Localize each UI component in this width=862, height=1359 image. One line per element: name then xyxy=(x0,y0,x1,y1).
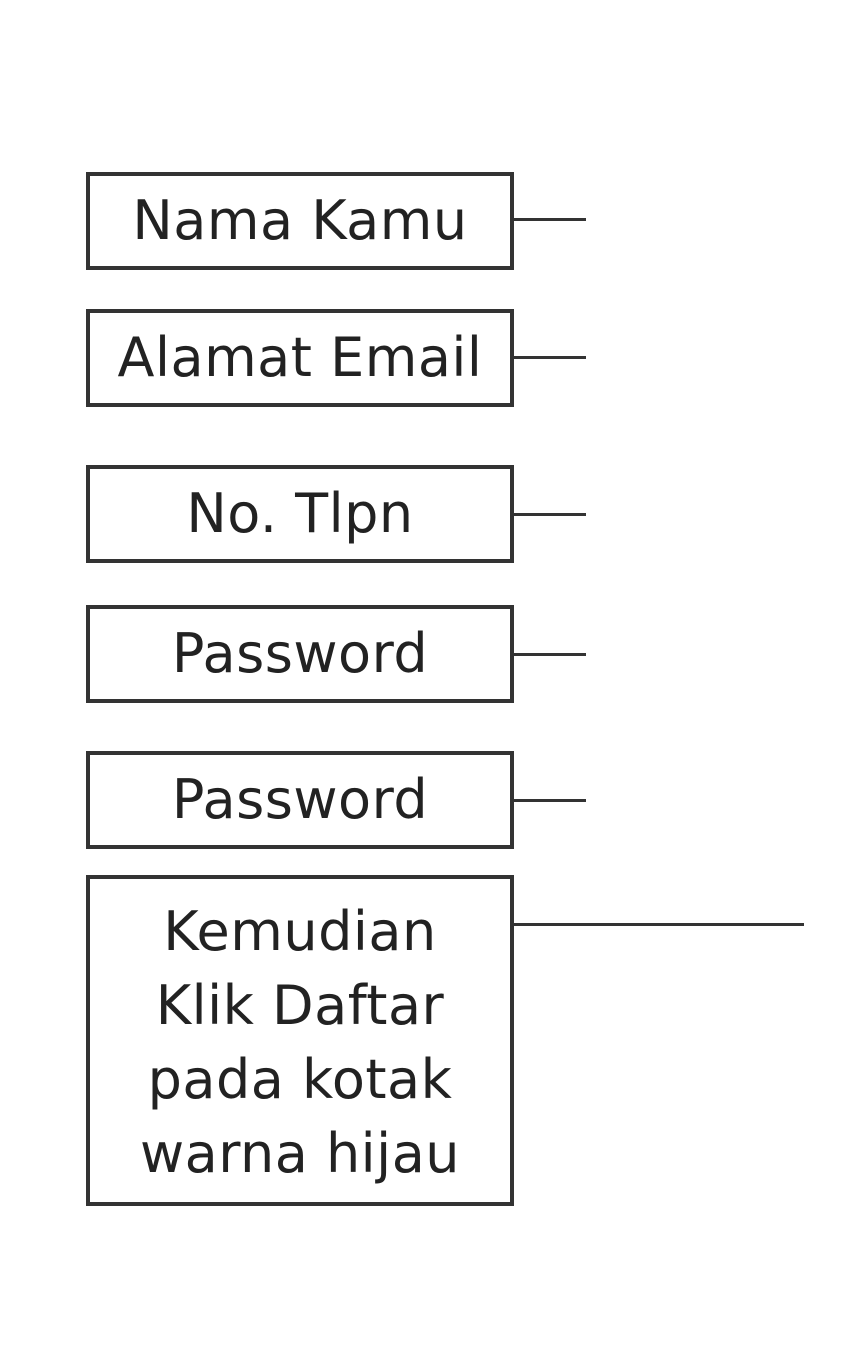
label-password-1: Password xyxy=(86,605,514,703)
connector-line-password-2 xyxy=(514,799,586,802)
label-instruksi-daftar-text: Kemudian Klik Daftar pada kotak warna hi… xyxy=(139,899,461,1185)
connector-line-email xyxy=(514,356,586,359)
label-nama-kamu-text: Nama Kamu xyxy=(132,188,468,252)
label-no-tlpn: No. Tlpn xyxy=(86,465,514,563)
connector-line-instruksi xyxy=(514,923,804,926)
connector-line-tlpn xyxy=(514,513,586,516)
label-password-1-text: Password xyxy=(171,621,429,685)
label-nama-kamu: Nama Kamu xyxy=(86,172,514,270)
label-password-2-text: Password xyxy=(171,767,429,831)
label-no-tlpn-text: No. Tlpn xyxy=(186,481,414,545)
label-alamat-email-text: Alamat Email xyxy=(117,325,483,389)
label-password-2: Password xyxy=(86,751,514,849)
label-alamat-email: Alamat Email xyxy=(86,309,514,407)
label-instruksi-daftar: Kemudian Klik Daftar pada kotak warna hi… xyxy=(86,875,514,1206)
connector-line-password-1 xyxy=(514,653,586,656)
connector-line-nama xyxy=(514,218,586,221)
